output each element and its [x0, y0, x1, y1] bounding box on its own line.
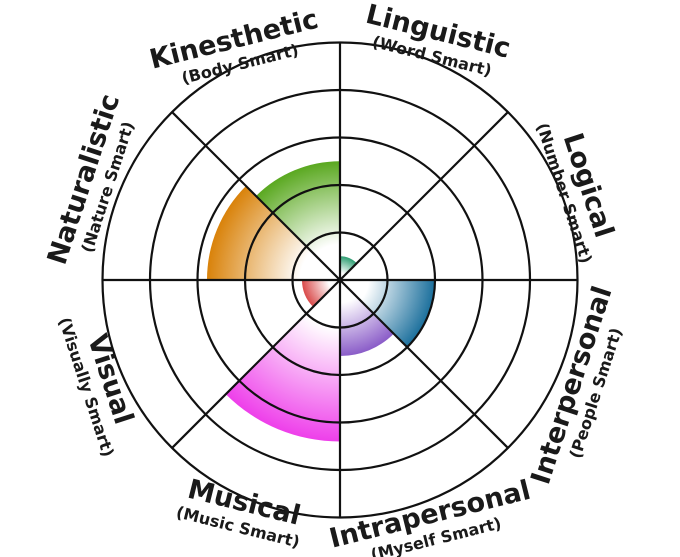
- label-linguistic: Linguistic (Word Smart): [363, 0, 514, 80]
- label-visual: Visual (Visually Smart): [55, 315, 139, 459]
- label-logical: Logical (Number Smart): [533, 121, 620, 266]
- wedge-linguistic: [340, 256, 357, 280]
- wedge-musical: [225, 280, 340, 442]
- spoke-6: [171, 279, 341, 449]
- label-kinesthetic: Kinesthetic (Body Smart): [147, 4, 322, 88]
- wedge-interpersonal: [340, 280, 436, 348]
- wedge-naturalistic: [207, 185, 340, 280]
- wedge-layer: [207, 161, 436, 442]
- spoke-2: [339, 111, 509, 281]
- label-interpersonal: Interpersonal (People Smart): [525, 283, 625, 489]
- spoke-8: [171, 111, 341, 281]
- wedge-visual: [302, 280, 340, 307]
- label-musical: Musical (Music Smart): [174, 474, 303, 552]
- wedge-kinesthetic: [256, 161, 340, 280]
- label-intrapersonal: Intrapersonal (Myself Smart): [326, 475, 533, 557]
- label-naturalistic: Naturalistic (Nature Smart): [42, 90, 138, 268]
- wheel-grid: [101, 41, 579, 519]
- spoke-4: [339, 279, 509, 449]
